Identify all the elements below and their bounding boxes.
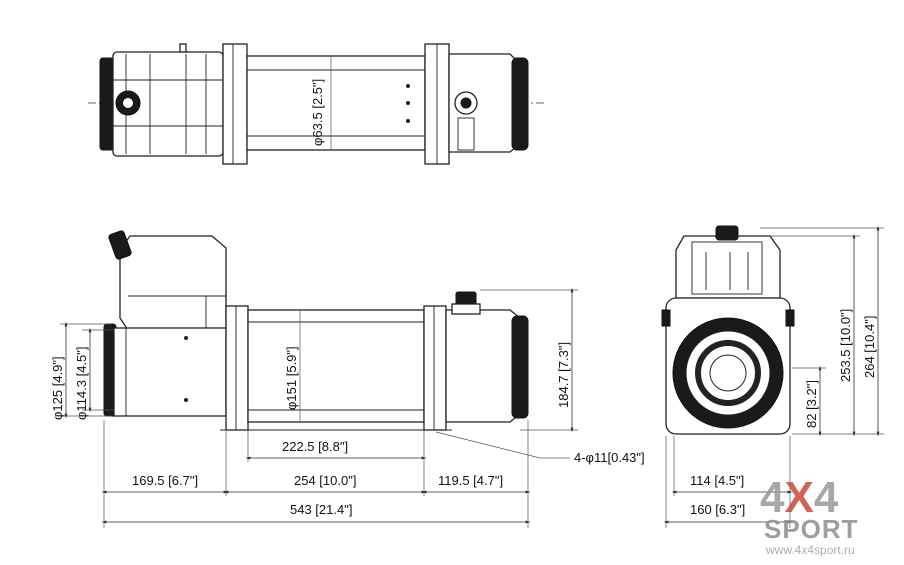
end-width-160-label: 160 [6.3"] <box>690 502 745 517</box>
side-height-label: 184.7 [7.3"] <box>556 342 571 408</box>
brand-logo-url: www.4x4sport.ru <box>765 543 855 557</box>
gearbox-length-label: 119.5 [4.7"] <box>438 473 503 488</box>
svg-text:4X4: 4X4 <box>760 473 839 522</box>
drum-length-label: 254 [10.0"] <box>294 473 356 488</box>
end-height-253-label: 253.5 [10.0"] <box>838 309 853 382</box>
end-height-264-label: 264 [10.4"] <box>862 316 877 378</box>
side-diameter-114-label: φ114.3 [4.5"] <box>74 346 89 420</box>
end-height-82-label: 82 [3.2"] <box>804 380 819 428</box>
motor-length-label: 169.5 [6.7"] <box>132 473 198 488</box>
end-width-114-label: 114 [4.5"] <box>690 473 744 488</box>
brand-logo-sport: SPORT <box>764 514 859 544</box>
side-diameter-125-label: φ125 [4.9"] <box>50 356 65 420</box>
brand-logo: 4X4 SPORT www.4x4sport.ru <box>760 473 859 557</box>
end-view: 82 [3.2"] 253.5 [10.0"] 264 [10.4"] 114 … <box>661 225 884 528</box>
side-drum-diameter-label: φ151 [5.9"] <box>284 346 299 410</box>
mount-holes-label: 4-φ11[0.43"] <box>574 450 645 465</box>
mount-spacing-label: 222.5 [8.8"] <box>282 439 348 454</box>
side-view: φ125 [4.9"] φ114.3 [4.5"] φ151 [5.9"] 18… <box>50 230 645 528</box>
top-drum-diameter-label: φ63.5 [2.5"] <box>310 79 325 146</box>
top-view: φ63.5 [2.5"] <box>88 43 545 165</box>
overall-length-label: 543 [21.4"] <box>290 502 352 517</box>
